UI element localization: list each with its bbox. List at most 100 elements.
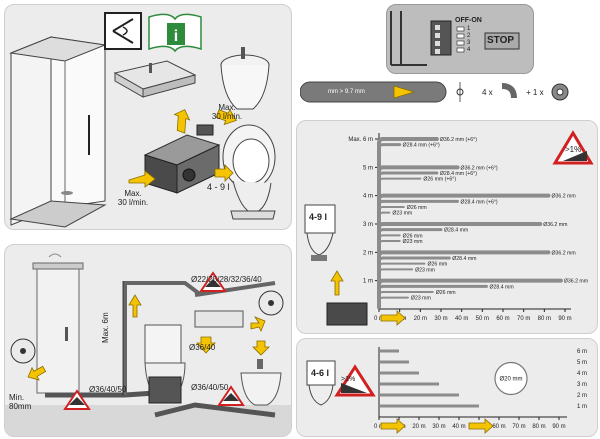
x-tick-label: 50 m — [476, 316, 489, 322]
min-height-line2: 80mm — [9, 402, 32, 411]
pipe-series-line — [378, 262, 426, 308]
pipe-left-label: Ø36/40/50 — [89, 385, 127, 394]
flow-arrow-origin — [380, 310, 406, 326]
pipe-series-line — [378, 240, 401, 308]
toilet — [222, 124, 276, 220]
pipe-series-label: Ø36.2 mm — [551, 250, 575, 256]
pipe-series-line — [377, 171, 439, 309]
x-tick-label: 90 m — [552, 424, 565, 430]
svg-text:i: i — [174, 28, 178, 45]
pipe-diameter-label: Ø20 mm — [499, 377, 522, 383]
flow-top-line2: 30 l/min. — [211, 112, 243, 121]
flow-arrow-toilet — [214, 164, 234, 182]
read-instructions-eye-icon — [104, 12, 142, 50]
x-tick-label: 30 m — [434, 316, 447, 322]
pipe-series-line — [378, 234, 401, 308]
flush-volume-label: 4 - 9 l — [207, 182, 230, 192]
pipe-series-label: Ø26 mm — [403, 233, 423, 239]
x-tick-label: 0 m — [374, 316, 384, 322]
flow-arrow-left — [128, 170, 156, 188]
flow-arrow-sink-down — [196, 336, 216, 354]
y-tick-label: 1 m — [363, 279, 373, 285]
y-tick-label: 4 m — [363, 194, 373, 200]
y-tick-label: 2 m — [363, 250, 373, 256]
pipe-series-line — [377, 284, 488, 309]
pipe-series-label: Ø26 mm — [407, 205, 427, 211]
bidet-small — [240, 359, 282, 406]
pipe-mid-label: Ø36/40 — [189, 343, 216, 352]
sink-small — [194, 310, 244, 328]
flow-top-line1: Max. — [218, 103, 236, 112]
washbasin — [113, 60, 197, 98]
pipe-series-label: Ø26 mm — [427, 262, 447, 268]
max-height-label: Max. 6m — [101, 312, 110, 343]
installation-panel: i — [4, 4, 292, 230]
switch-row-4: 4 — [467, 47, 471, 53]
pipe-series-label: Ø36.2 mm — [543, 222, 567, 228]
installation-drawing: i — [9, 12, 276, 228]
pump-icon — [326, 302, 368, 326]
pipe-routing-drawing — [5, 253, 291, 436]
discharge-chart-panel: 0 m10 m20 m30 m40 m50 m60 m70 m80 m90 mM… — [296, 120, 598, 334]
x-tick-label: 40 m — [452, 424, 465, 430]
min-height-line1: Min. — [9, 393, 25, 402]
stop-label: STOP — [487, 35, 515, 46]
pipe-series-line — [378, 177, 422, 308]
pipe-series-line — [377, 199, 460, 309]
pipe-series-label: Ø23 mm — [403, 239, 423, 245]
pipe-series-line — [377, 250, 551, 309]
pipe-series-label: Ø26 mm (+6°) — [423, 177, 456, 183]
pipe-size-drawing — [300, 81, 569, 103]
pipe-series-line — [377, 193, 551, 309]
pipe-series-label: Ø28.4 mm — [444, 228, 468, 234]
chart-top-slope: >1% — [565, 145, 582, 154]
slope-warning-icon — [63, 271, 245, 410]
chart-bottom-slope: >1% — [341, 376, 356, 383]
discharge-chart: 0 m10 m20 m30 m40 m50 m60 m70 m80 m90 mM… — [304, 130, 594, 326]
pipe-series-label: Ø36.2 mm (+6°) — [461, 165, 498, 171]
switch-panel: OFF-ON 1 2 3 4 STOP — [386, 4, 534, 74]
no-pipe-icon — [10, 290, 284, 364]
pipe-series-line — [377, 137, 439, 309]
y-tick-label: 2 m — [577, 393, 587, 399]
x-tick-label: 90 m — [558, 316, 571, 322]
x-tick-label: 80 m — [538, 316, 551, 322]
flow-arrow-bidet-down — [252, 340, 270, 356]
pipe-sizes-label: Ø22/25/28/32/36/40 — [191, 275, 262, 284]
pipe-series-line — [377, 256, 451, 309]
pipe-series-line — [378, 291, 434, 308]
pipe-series-label: Ø23 mm — [411, 296, 431, 302]
small-discharge-chart: 0 m10 m20 m30 m40 m50 m60 m70 m80 m90 m6… — [306, 347, 587, 434]
pipe-series-line — [377, 143, 402, 309]
flow-arrow-shower — [27, 365, 47, 381]
small-slope-warning-icon — [334, 364, 376, 397]
pipe-series-line — [378, 206, 405, 308]
y-tick-label: 1 m — [577, 404, 587, 410]
pipe-series-label: Ø28.4 mm — [452, 256, 476, 262]
flow-arrow-right — [250, 316, 266, 332]
pipe-series-line — [378, 268, 414, 308]
flow-left-line2: 30 l/min. — [117, 198, 149, 207]
x-tick-label: 30 m — [432, 424, 445, 430]
off-on-label: OFF-ON — [455, 17, 482, 24]
pipe-series-line — [377, 228, 443, 309]
x-tick-label: 20 m — [414, 316, 427, 322]
pipe-series-label: Ø28.4 mm (+6°) — [461, 199, 498, 205]
riser-pipe — [123, 281, 203, 395]
chart-up-arrow — [330, 270, 344, 296]
flow-top-label: Max. 30 l/min. — [205, 103, 249, 121]
flow-left-line1: Max. — [124, 189, 142, 198]
pipe-routing-panel: Ø22/25/28/32/36/40 Max. 6m Ø36/40 Ø36/40… — [4, 244, 292, 437]
pipe-series-line — [377, 278, 563, 309]
elbow-count-label: 4 x — [482, 88, 493, 97]
flow-arrow-bidet — [215, 108, 237, 126]
pipe-series-line — [377, 165, 460, 309]
switch-row-markers — [456, 26, 465, 53]
y-tick-label: 5 m — [577, 360, 587, 366]
switch-row-3: 3 — [467, 40, 471, 46]
pipe-series-label: Ø36.2 mm — [551, 194, 575, 200]
pipe-diameter-circle — [494, 361, 528, 396]
pipe-series-label: Ø26 mm — [436, 290, 456, 296]
min-height-label: Min. 80mm — [9, 393, 31, 411]
y-tick-label: 3 m — [577, 382, 587, 388]
